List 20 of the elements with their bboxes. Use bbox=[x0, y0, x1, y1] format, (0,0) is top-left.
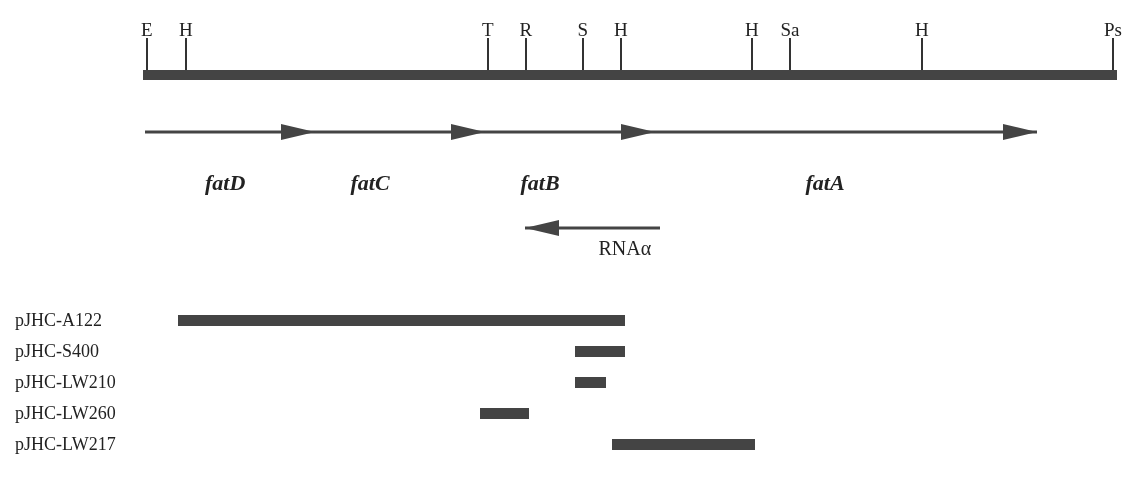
restriction-site-label: H bbox=[915, 20, 929, 39]
gene-label: fatB bbox=[520, 172, 560, 194]
clone-label: pJHC-S400 bbox=[15, 342, 99, 360]
clone-label: pJHC-LW260 bbox=[15, 404, 116, 422]
restriction-site-label: R bbox=[519, 20, 533, 39]
gene-label: fatA bbox=[805, 172, 845, 194]
restriction-site-label: H bbox=[745, 20, 759, 39]
clone-label: pJHC-LW210 bbox=[15, 373, 116, 391]
restriction-site-label: Sa bbox=[780, 20, 800, 39]
restriction-site-label: H bbox=[614, 20, 628, 39]
transcript-label: RNAα bbox=[598, 238, 652, 258]
restriction-site-label: Ps bbox=[1104, 20, 1122, 39]
restriction-site-label: E bbox=[141, 20, 153, 39]
clone-label: pJHC-A122 bbox=[15, 311, 102, 329]
restriction-site-label: T bbox=[482, 20, 494, 39]
gene-label: fatD bbox=[205, 172, 246, 194]
restriction-site-label: H bbox=[179, 20, 193, 39]
gene-label: fatC bbox=[350, 172, 390, 194]
clone-label: pJHC-LW217 bbox=[15, 435, 116, 453]
restriction-site-label: S bbox=[577, 20, 589, 39]
